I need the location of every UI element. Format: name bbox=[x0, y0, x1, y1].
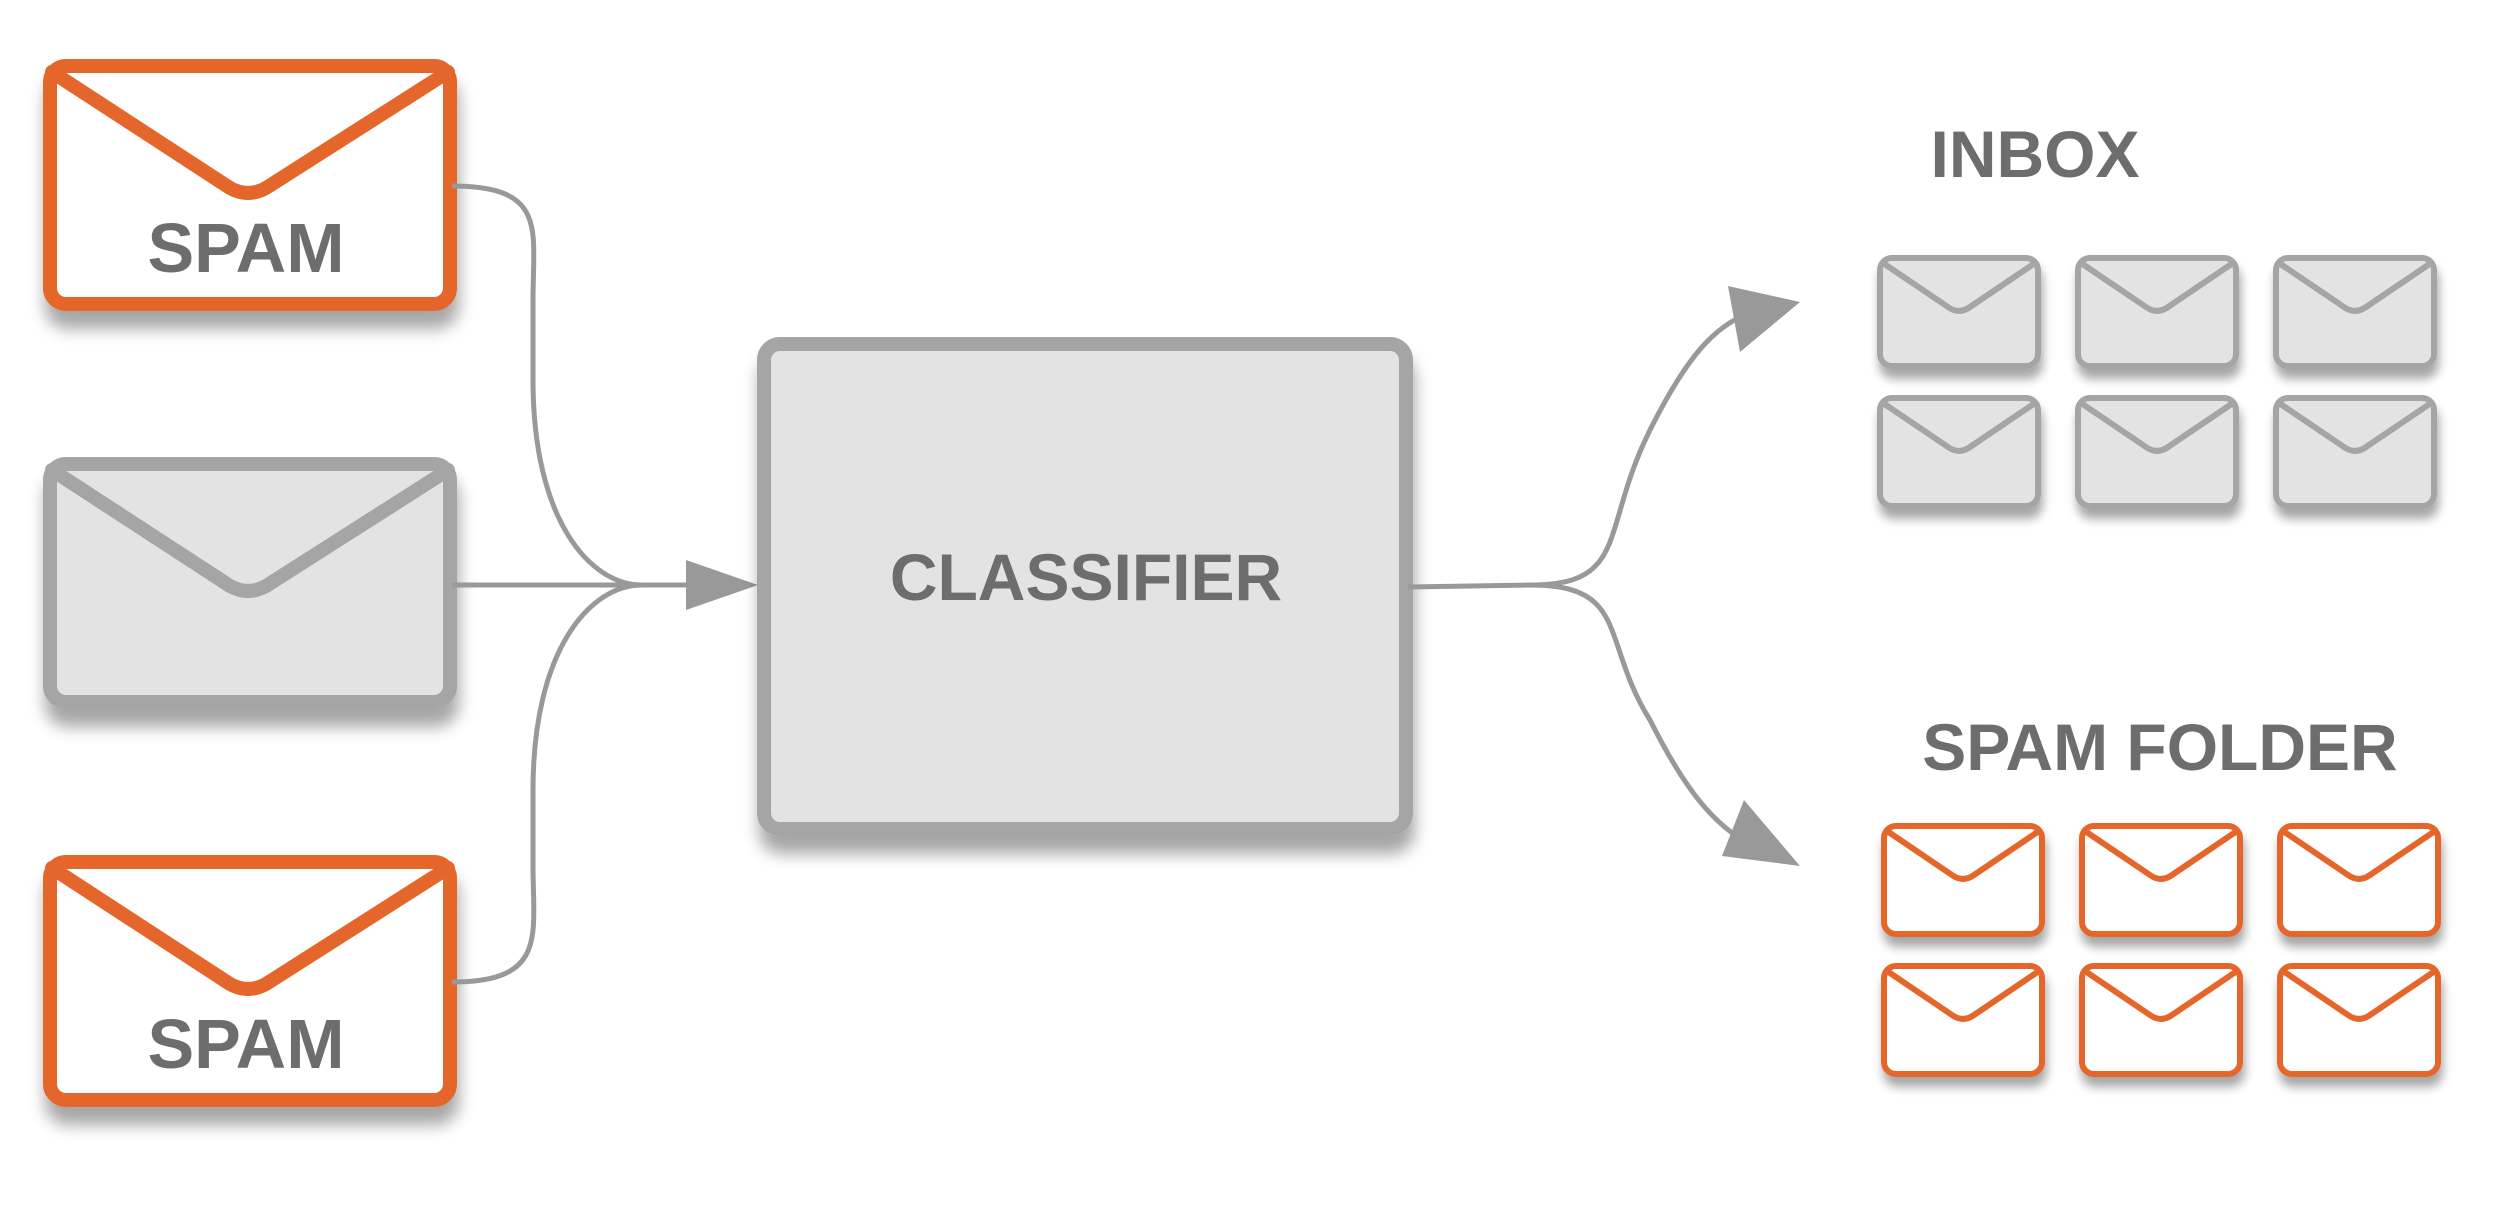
spam-folder-envelope-grid bbox=[1881, 823, 2441, 1077]
envelope-flap bbox=[2276, 400, 2434, 454]
envelope-flap bbox=[2082, 968, 2240, 1022]
envelope-flap bbox=[2078, 260, 2236, 314]
arrowhead-to-classifier bbox=[686, 560, 758, 610]
input-envelope-spam-bottom: SPAM bbox=[43, 855, 457, 1107]
inbox-envelope-icon bbox=[2075, 255, 2239, 369]
arrowhead-to-spam-folder bbox=[1722, 800, 1800, 866]
inbox-envelope-icon bbox=[2273, 395, 2437, 509]
spam-folder-envelope-icon bbox=[1881, 823, 2045, 937]
classifier-label: CLASSIFIER bbox=[890, 540, 1282, 614]
envelope-flap bbox=[2082, 828, 2240, 882]
connector-to-spam-folder bbox=[1529, 582, 1762, 853]
envelope-icon bbox=[43, 457, 457, 709]
spam-folder-envelope-icon bbox=[2277, 823, 2441, 937]
envelope-flap bbox=[45, 861, 455, 996]
inbox-envelope-icon bbox=[1877, 395, 2041, 509]
inbox-envelope-icon bbox=[1877, 255, 2041, 369]
inbox-envelope-icon bbox=[2273, 255, 2437, 369]
envelope-flap bbox=[2280, 828, 2438, 882]
connector-top bbox=[451, 183, 690, 588]
envelope-flap bbox=[2276, 260, 2434, 314]
connector-bottom bbox=[451, 582, 643, 985]
connector-to-hub bbox=[1407, 582, 1531, 590]
inbox-envelope-grid bbox=[1877, 255, 2437, 509]
input-label-spam-top: SPAM bbox=[147, 209, 344, 287]
inbox-title: INBOX bbox=[1930, 117, 2139, 191]
spam-folder-envelope-icon bbox=[2079, 823, 2243, 937]
output-connectors bbox=[1407, 286, 1800, 866]
envelope-flap bbox=[1884, 968, 2042, 1022]
envelope-flap bbox=[1880, 260, 2038, 314]
classifier-box: CLASSIFIER bbox=[757, 337, 1413, 836]
envelope-flap bbox=[45, 463, 455, 598]
envelope-flap bbox=[1880, 400, 2038, 454]
input-connectors bbox=[451, 183, 758, 985]
input-envelope-spam-top: SPAM bbox=[43, 59, 457, 311]
classifier-rect bbox=[757, 337, 1413, 836]
spam-folder-title: SPAM FOLDER bbox=[1922, 710, 2397, 784]
inbox-envelope-icon bbox=[2075, 395, 2239, 509]
input-label-spam-bottom: SPAM bbox=[147, 1005, 344, 1083]
spam-folder-envelope-icon bbox=[1881, 963, 2045, 1077]
envelope-flap bbox=[1884, 828, 2042, 882]
envelope-flap bbox=[45, 65, 455, 200]
envelope-flap bbox=[2078, 400, 2236, 454]
envelope-icon bbox=[43, 855, 457, 1107]
arrowhead-to-inbox bbox=[1728, 286, 1800, 352]
spam-folder-envelope-icon bbox=[2277, 963, 2441, 1077]
spam-folder-envelope-icon bbox=[2079, 963, 2243, 1077]
envelope-icon bbox=[43, 59, 457, 311]
connector-to-inbox bbox=[1529, 307, 1761, 588]
envelope-flap bbox=[2280, 968, 2438, 1022]
input-envelope-ham bbox=[43, 457, 457, 709]
